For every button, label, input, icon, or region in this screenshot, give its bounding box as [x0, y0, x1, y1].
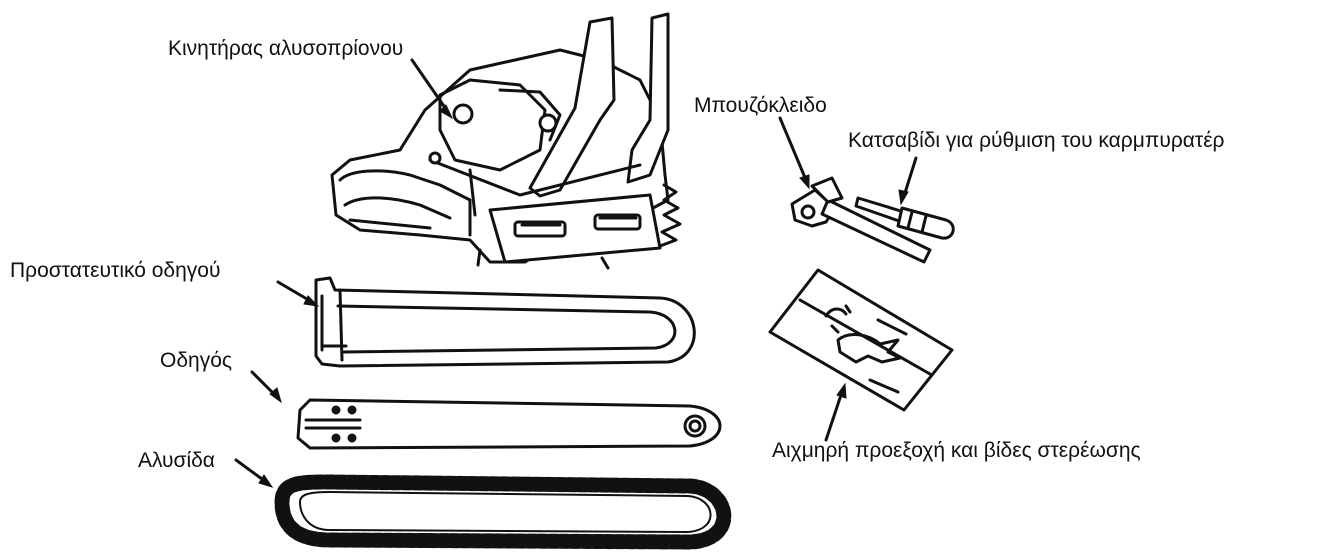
- label-chain: Αλυσίδα: [138, 450, 215, 471]
- label-guide-cover: Προστατευτικό οδηγού: [10, 260, 220, 281]
- label-guide-bar: Οδηγός: [160, 350, 232, 371]
- label-engine: Κινητήρας αλυσοπρίονου: [168, 38, 403, 59]
- guide-bar: [298, 400, 720, 448]
- spike-bumper-bag: [770, 270, 952, 410]
- saw-chain: [282, 482, 724, 542]
- guide-cover: [316, 278, 694, 366]
- label-spike-bumper: Αιχμηρή προεξοχή και βίδες στερέωσης: [772, 440, 1141, 461]
- label-spark-wrench: Μπουζόκλειδο: [694, 95, 827, 116]
- label-screwdriver: Κατσαβίδι για ρύθμιση του καρμπυρατέρ: [848, 130, 1225, 151]
